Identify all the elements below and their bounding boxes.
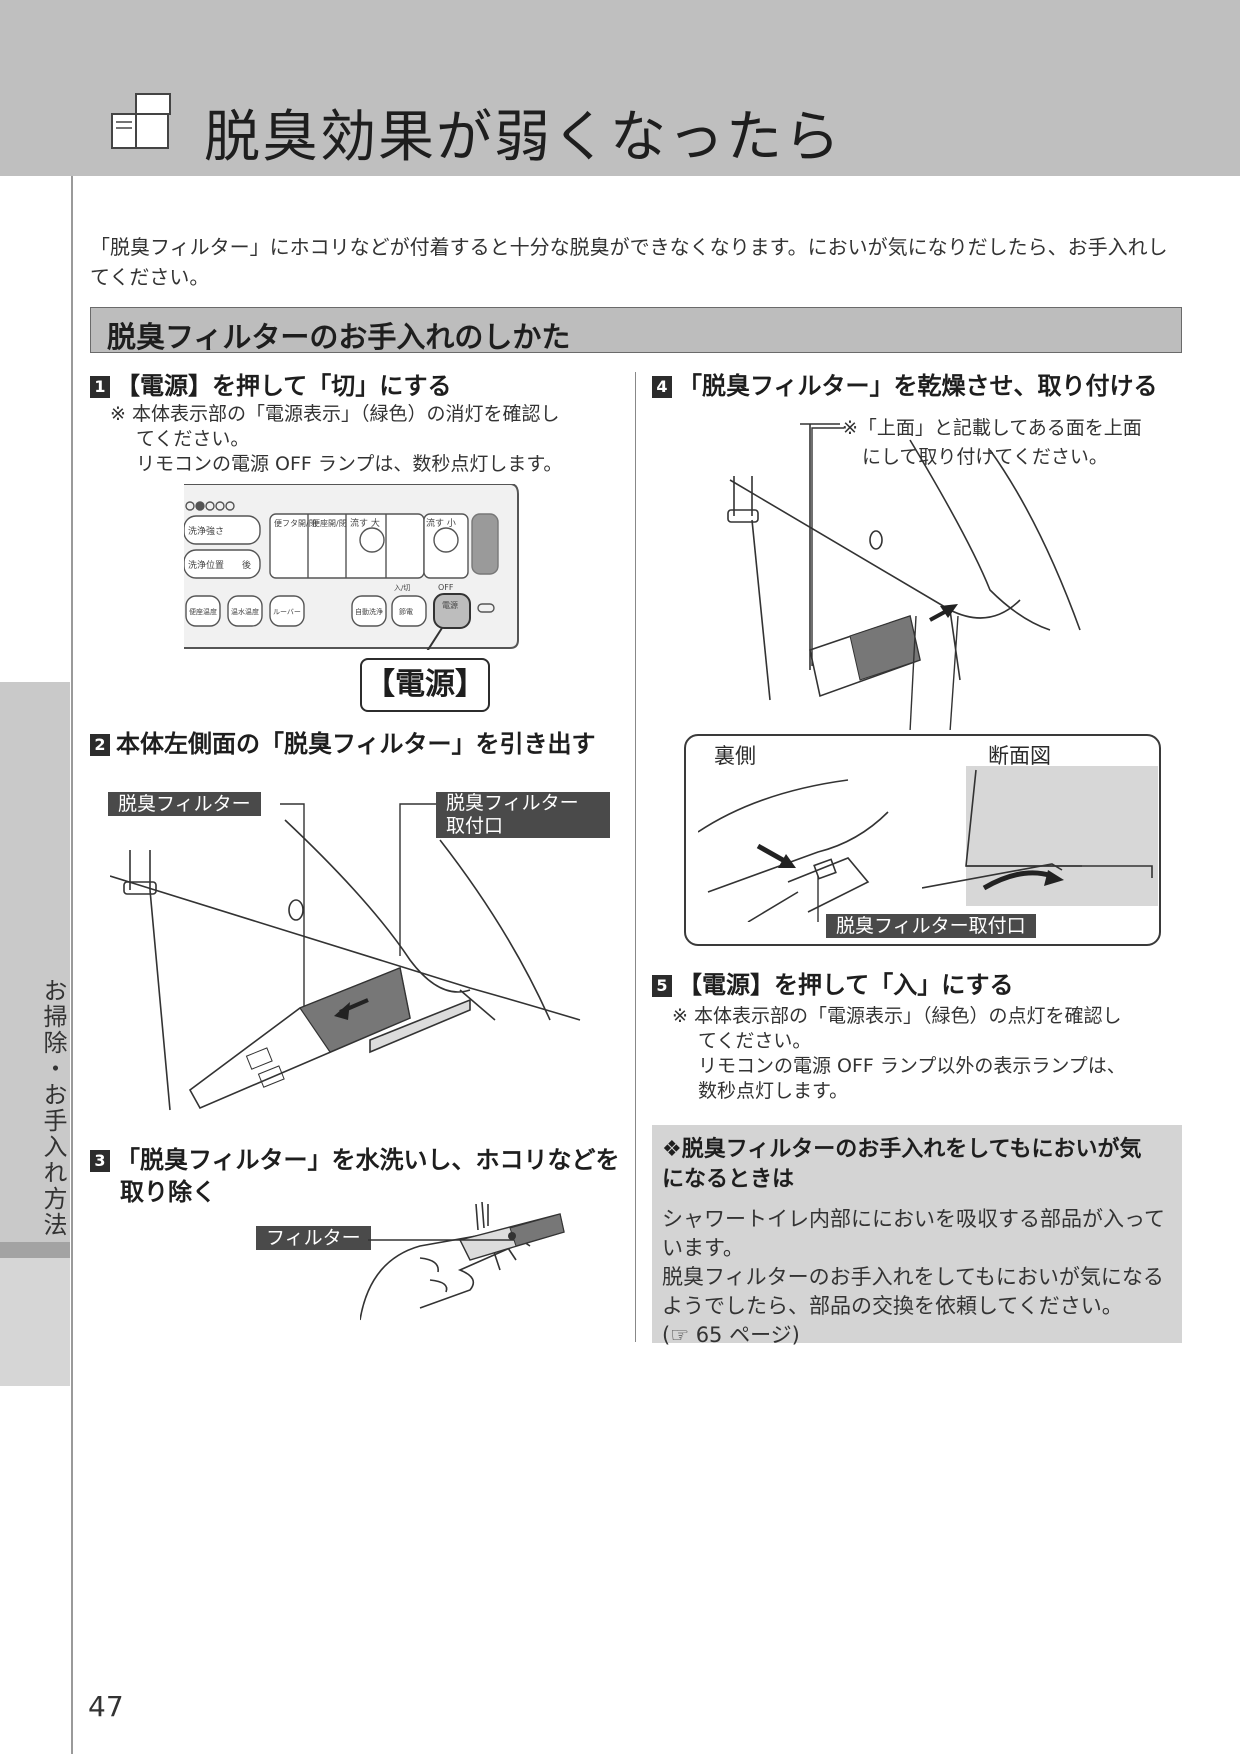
btn-label: ルーバー <box>273 608 301 616</box>
step-number: 4 <box>652 376 672 398</box>
step-number: 2 <box>90 734 110 756</box>
back-side-detail <box>698 779 889 922</box>
info-title: ❖脱臭フィルターのお手入れをしてもにおいが気 になるときは <box>662 1135 1172 1195</box>
label-line: 脱臭フィルター <box>446 792 579 814</box>
btn-label: 自動洗浄 <box>355 607 383 616</box>
btn-label: OFF <box>438 583 454 592</box>
washing-filter-illustration <box>360 1201 565 1321</box>
label-back-side: 裏側 <box>714 744 756 768</box>
step-5-note-line: ※ 本体表示部の「電源表示」（緑色）の点灯を確認し <box>672 1005 1122 1027</box>
leader-line <box>811 427 844 666</box>
step-number: 3 <box>90 1150 110 1172</box>
step-5-note-line: リモコンの電源 OFF ランプ以外の表示ランプは、 <box>698 1055 1126 1077</box>
info-body-line: (☞ 65 ページ) <box>662 1323 800 1347</box>
step-3-heading-line2: 取り除く <box>120 1178 216 1206</box>
page-title: 脱臭効果が弱くなったら <box>204 105 842 170</box>
step-1-note-line: リモコンの電源 OFF ランプは、数秒点灯します。 <box>136 453 563 475</box>
step-title: 「脱臭フィルター」を乾燥させ、取り付ける <box>678 372 1158 400</box>
side-tab-label: お掃除・お手入れ方法 <box>39 978 67 1238</box>
btn-label: 電源 <box>442 601 458 610</box>
label-filter: 脱臭フィルター <box>108 792 261 816</box>
remote-control-illustration: 洗浄強さ 洗浄位置 後 便フタ開/閉 便座開/閉 流す 大 流す 小 便座温度 … <box>184 484 519 650</box>
info-title-line: になるときは <box>662 1167 795 1192</box>
page-header: 脱臭効果が弱くなったら <box>0 0 1240 176</box>
step-number: 1 <box>90 376 110 398</box>
step-1-heading: 1 【電源】を押して「切」にする <box>90 370 452 402</box>
step-1-note-line: てください。 <box>136 428 250 450</box>
btn-label: 流す 大 <box>350 517 380 529</box>
btn-label: 温水温度 <box>231 607 259 616</box>
step-5-note-line: てください。 <box>698 1030 812 1052</box>
step-title: 【電源】を押して「切」にする <box>116 372 452 400</box>
step-2-heading: 2 本体左側面の「脱臭フィルター」を引き出す <box>90 728 596 760</box>
left-rule <box>71 176 73 1754</box>
label-line: 取付口 <box>446 815 504 837</box>
step-number: 5 <box>652 975 672 997</box>
leader-line <box>399 803 436 956</box>
btn-label: 便座開/閉 <box>312 518 347 528</box>
column-divider <box>635 372 636 1342</box>
step-1-note-line: ※ 本体表示部の「電源表示」（緑色）の消灯を確認し <box>110 403 560 425</box>
side-tab-lower <box>0 1258 70 1386</box>
label-mount-full: 脱臭フィルター取付口 <box>826 914 1036 938</box>
toilet-icon <box>111 93 171 149</box>
btn-label: 後 <box>242 559 251 571</box>
cross-section-detail <box>922 766 1158 906</box>
info-body-line: ようでしたら、部品の交換を依頼してください。 <box>662 1294 1123 1318</box>
step-4-heading: 4 「脱臭フィルター」を乾燥させ、取り付ける <box>652 370 1158 402</box>
label-filter-short: フィルター <box>256 1226 371 1250</box>
intro-text: 「脱臭フィルター」にホコリなどが付着すると十分な脱臭ができなくなります。においが… <box>90 235 1168 289</box>
info-title-line: ❖脱臭フィルターのお手入れをしてもにおいが気 <box>662 1137 1142 1162</box>
btn-label: 流す 小 <box>426 517 456 529</box>
label-cross-section: 断面図 <box>988 744 1051 768</box>
step-4-note-line: ※「上面」と記載してある面を上面 <box>842 417 1142 439</box>
label-filter-mount: 脱臭フィルター 取付口 <box>436 792 610 838</box>
btn-label: 入/切 <box>394 584 410 592</box>
btn-label: 洗浄強さ <box>188 525 224 537</box>
step-5-note-line: 数秒点灯します。 <box>698 1080 849 1102</box>
btn-label: 便座温度 <box>189 607 217 616</box>
filter-install-illustration <box>727 423 1081 730</box>
btn-label: 節電 <box>399 607 413 616</box>
step-title: 本体左側面の「脱臭フィルター」を引き出す <box>116 730 596 758</box>
info-body-line: います。 <box>662 1236 744 1260</box>
info-box: ❖脱臭フィルターのお手入れをしてもにおいが気 になるときは シャワートイレ内部に… <box>652 1125 1182 1347</box>
info-body: シャワートイレ内部ににおいを吸収する部品が入って います。 脱臭フィルターのお手… <box>662 1205 1172 1350</box>
detail-callout: 裏側 断面図 <box>684 734 1161 946</box>
btn-label: 洗浄位置 <box>188 559 224 571</box>
side-tab <box>0 682 70 1256</box>
page-number: 47 <box>88 1690 124 1723</box>
step-title-line: 「脱臭フィルター」を水洗いし、ホコリなどを <box>116 1146 620 1174</box>
leader-line <box>280 803 305 1006</box>
step-title: 【電源】を押して「入」にする <box>678 971 1014 999</box>
filter-pull-illustration <box>110 819 581 1111</box>
btn-label: 便フタ開/閉 <box>274 518 317 528</box>
section-title: 脱臭フィルターのお手入れのしかた <box>107 320 571 354</box>
info-body-line: 脱臭フィルターのお手入れをしてもにおいが気になる <box>662 1265 1164 1289</box>
step-5-heading: 5 【電源】を押して「入」にする <box>652 969 1014 1001</box>
step-3-heading: 3 「脱臭フィルター」を水洗いし、ホコリなどを <box>90 1144 620 1176</box>
info-body-line: シャワートイレ内部ににおいを吸収する部品が入って <box>662 1207 1165 1231</box>
power-button-callout: 【電源】 <box>360 658 490 712</box>
section-bar: 脱臭フィルターのお手入れのしかた <box>90 307 1182 354</box>
side-tab-strip <box>0 1242 70 1258</box>
leader-line <box>368 1239 514 1241</box>
